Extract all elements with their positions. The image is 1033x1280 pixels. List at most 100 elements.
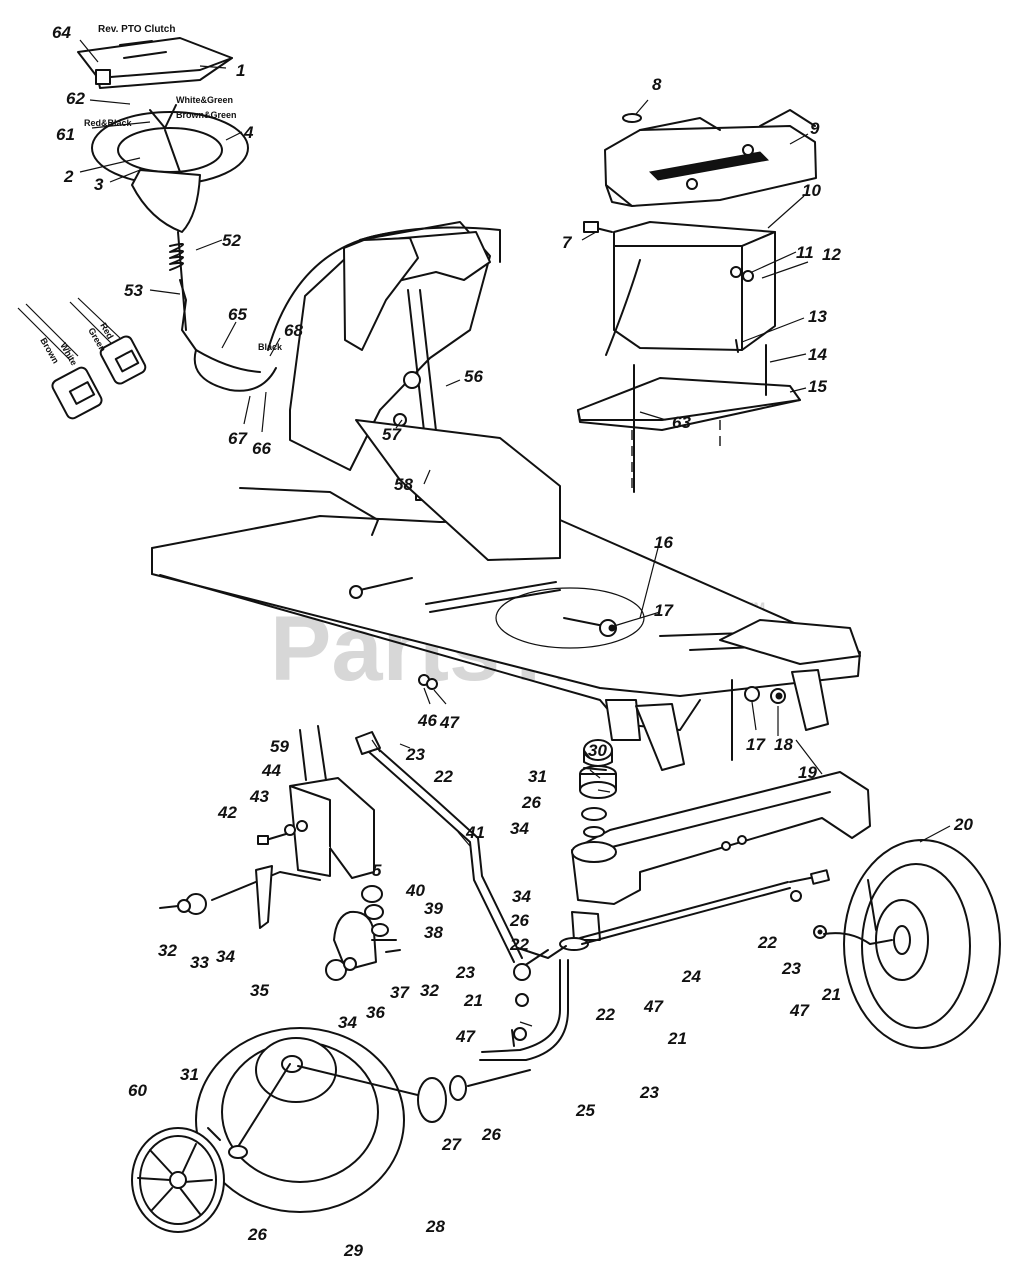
callout: 62 xyxy=(66,89,85,108)
callout: 37 xyxy=(390,983,410,1002)
callout: 29 xyxy=(343,1241,363,1260)
callout: 14 xyxy=(808,345,827,364)
frame-part xyxy=(151,419,861,771)
callout: 59 xyxy=(270,737,289,756)
callout: 10 xyxy=(802,181,821,200)
callout: 31 xyxy=(180,1065,199,1084)
callout: 34 xyxy=(338,1013,357,1032)
wire-harness-connectors: Red Green White Brown xyxy=(17,297,147,420)
sector-gear-part xyxy=(325,885,401,981)
steering-wheel-part xyxy=(91,104,249,233)
leader-lines xyxy=(79,39,951,1027)
callout: 66 xyxy=(252,439,271,458)
front-axle-part xyxy=(571,679,871,905)
callout: 20 xyxy=(953,815,973,834)
left-front-wheel-part xyxy=(195,1027,531,1213)
label-white-green: White&Green xyxy=(176,95,233,105)
right-front-wheel-part xyxy=(823,839,1001,1049)
callout: 34 xyxy=(512,887,531,906)
callout: 9 xyxy=(810,119,820,138)
callout: 5 xyxy=(372,861,382,880)
callout: 58 xyxy=(394,475,413,494)
switch-plate-part xyxy=(77,37,233,89)
callout: 17 xyxy=(654,601,674,620)
callout: 36 xyxy=(366,1003,385,1022)
callout: 53 xyxy=(124,281,143,300)
callout: 56 xyxy=(464,367,483,386)
bearing-part-27 xyxy=(417,1077,447,1123)
callout: 26 xyxy=(509,911,529,930)
callout: 23 xyxy=(639,1083,659,1102)
callout: 33 xyxy=(190,953,209,972)
callout: 25 xyxy=(575,1101,595,1120)
callout: 15 xyxy=(808,377,827,396)
callout: 52 xyxy=(222,231,241,250)
callout: 8 xyxy=(652,75,662,94)
callout: 41 xyxy=(465,823,485,842)
callout: 1 xyxy=(236,61,245,80)
callout: 42 xyxy=(217,803,237,822)
hub-cap-part xyxy=(131,1127,248,1233)
callout: 65 xyxy=(228,305,247,324)
callout: 32 xyxy=(158,941,177,960)
callout: 64 xyxy=(52,23,71,42)
callout: 44 xyxy=(261,761,281,780)
callout: 26 xyxy=(521,793,541,812)
callout: 21 xyxy=(463,991,483,1010)
label-black: Black xyxy=(258,342,283,352)
callout: 24 xyxy=(681,967,701,986)
callout: 30 xyxy=(588,741,607,760)
callout: 47 xyxy=(439,713,460,732)
callout: 40 xyxy=(405,881,425,900)
callout: 60 xyxy=(128,1081,147,1100)
callout: 38 xyxy=(424,923,443,942)
callout: 57 xyxy=(382,425,402,444)
callout: 18 xyxy=(774,735,793,754)
callout: 68 xyxy=(284,321,303,340)
callout: 39 xyxy=(424,899,443,918)
callout: 35 xyxy=(250,981,269,1000)
callout: 26 xyxy=(481,1125,501,1144)
battery-tray-part xyxy=(577,344,801,493)
callout: 43 xyxy=(249,787,269,806)
callout: 7 xyxy=(562,233,573,252)
callout: 12 xyxy=(822,245,841,264)
callout: 23 xyxy=(455,963,475,982)
callout: 17 xyxy=(746,735,766,754)
label-brown-green: Brown&Green xyxy=(176,110,237,120)
callout: 61 xyxy=(56,125,75,144)
callout: 32 xyxy=(420,981,439,1000)
steering-bracket-part xyxy=(159,725,375,929)
drag-link-part xyxy=(355,731,549,1047)
callout: 22 xyxy=(595,1005,615,1024)
callout: 67 xyxy=(228,429,248,448)
callout: 63 xyxy=(672,413,691,432)
callout: 26 xyxy=(247,1225,267,1244)
callout: 31 xyxy=(528,767,547,786)
callout: 2 xyxy=(63,167,74,186)
callout: 47 xyxy=(789,1001,810,1020)
callout: 46 xyxy=(417,711,437,730)
callout: 22 xyxy=(757,933,777,952)
callout: 19 xyxy=(798,763,817,782)
callout: 28 xyxy=(425,1217,445,1236)
clip-part-8 xyxy=(622,113,642,123)
label-red-black: Red&Black xyxy=(84,118,133,128)
callout: 13 xyxy=(808,307,827,326)
callout: 47 xyxy=(455,1027,476,1046)
callout: 47 xyxy=(643,997,664,1016)
callout: 34 xyxy=(510,819,529,838)
battery-cover-part xyxy=(604,109,817,207)
callout: 22 xyxy=(509,935,529,954)
callout: 21 xyxy=(667,1029,687,1048)
callout: 4 xyxy=(243,123,254,142)
callout: 11 xyxy=(796,243,814,262)
callout: 27 xyxy=(441,1135,462,1154)
callout: 23 xyxy=(405,745,425,764)
callout: 3 xyxy=(94,175,104,194)
steering-column-part xyxy=(169,231,277,392)
callout: 21 xyxy=(821,985,841,1004)
callout: 23 xyxy=(781,959,801,978)
callout: 34 xyxy=(216,947,235,966)
